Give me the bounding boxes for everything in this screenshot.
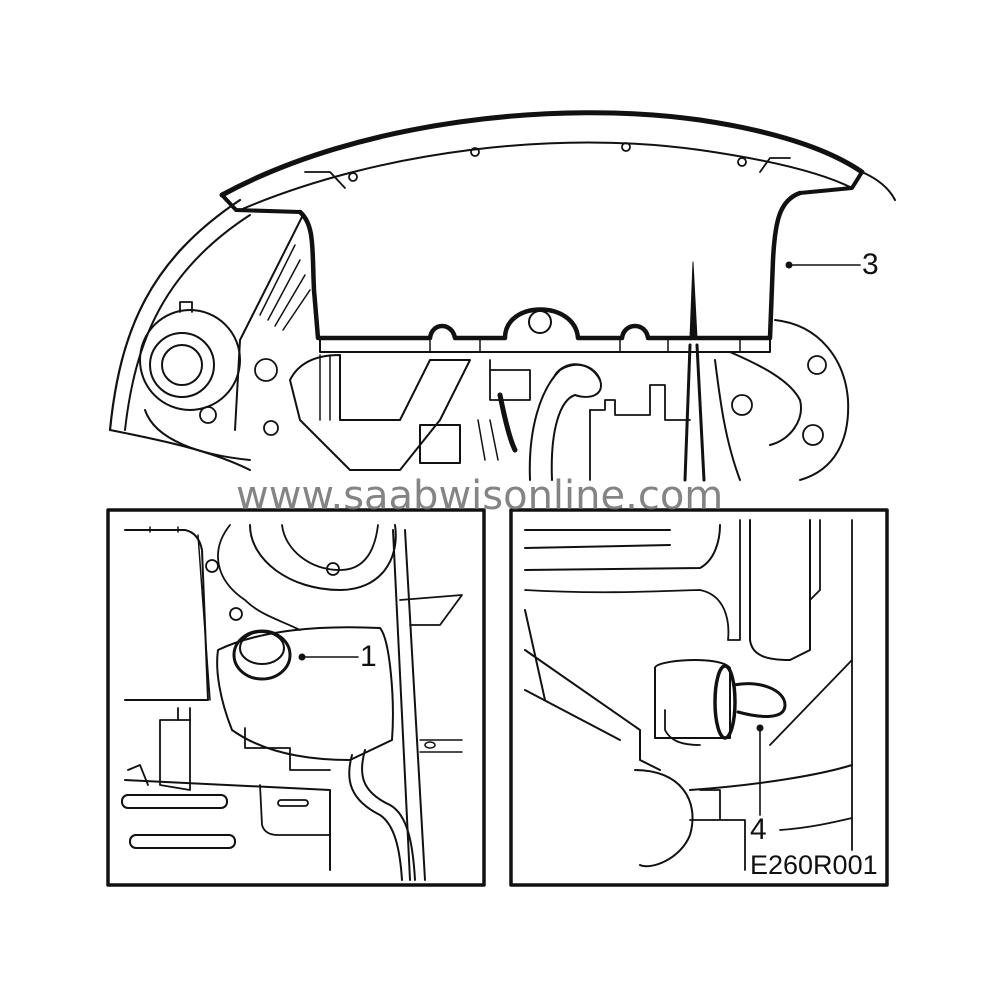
bottom-left-panel-drawing xyxy=(106,508,486,887)
top-panel-drawing xyxy=(108,110,896,482)
callout-3-label: 3 xyxy=(862,248,879,281)
callout-1-label: 1 xyxy=(360,640,377,673)
bottom-right-panel-drawing xyxy=(509,508,889,887)
callout-4-label: 4 xyxy=(750,813,767,846)
figure-id-label: E260R001 xyxy=(750,850,878,880)
watermark-text: www.saabwisonline.com xyxy=(236,473,724,519)
